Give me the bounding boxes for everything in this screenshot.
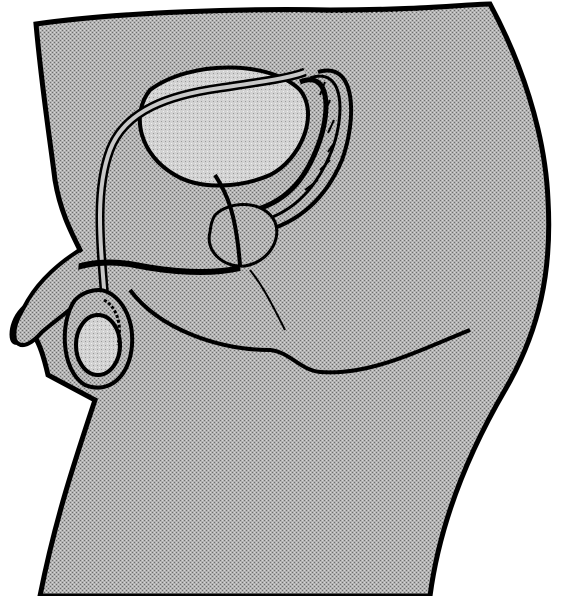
testis bbox=[76, 315, 120, 375]
prostate bbox=[209, 205, 277, 267]
